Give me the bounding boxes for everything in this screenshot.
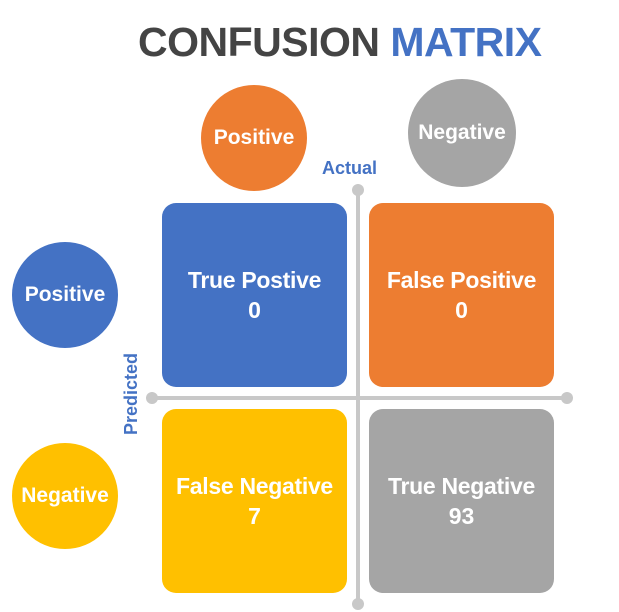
actual-negative-circle: Negative — [408, 79, 516, 187]
axis-left-dot — [146, 392, 158, 404]
true-positive-value: 0 — [248, 297, 261, 323]
predicted-negative-label: Negative — [21, 484, 109, 507]
actual-positive-label: Positive — [213, 126, 295, 149]
true-negative-value: 93 — [448, 503, 475, 529]
true-negative-cell: True Negative 93 — [369, 409, 554, 593]
true-positive-label: True Postive — [187, 267, 322, 293]
false-positive-value: 0 — [455, 297, 468, 323]
predicted-negative-circle: Negative — [12, 443, 118, 549]
horizontal-axis-line — [150, 396, 568, 400]
axis-top-dot — [352, 184, 364, 196]
true-negative-label: True Negative — [388, 473, 535, 499]
false-negative-label: False Negative — [176, 473, 333, 499]
false-negative-value: 7 — [248, 503, 261, 529]
false-positive-label: False Positive — [386, 267, 537, 293]
title-part-confusion: CONFUSION — [138, 19, 380, 65]
false-negative-cell: False Negative 7 — [162, 409, 347, 593]
actual-negative-label: Negative — [418, 121, 506, 144]
axis-right-dot — [561, 392, 573, 404]
axis-bottom-dot — [352, 598, 364, 610]
actual-positive-circle: Positive — [201, 85, 307, 191]
predicted-axis-label: Predicted — [121, 352, 141, 436]
actual-axis-label: Actual — [322, 158, 378, 178]
true-positive-cell: True Postive 0 — [162, 203, 347, 387]
false-positive-cell: False Positive 0 — [369, 203, 554, 387]
page-title: CONFUSION MATRIX — [138, 18, 608, 66]
predicted-positive-circle: Positive — [12, 242, 118, 348]
title-part-matrix: MATRIX — [390, 19, 542, 65]
predicted-positive-label: Positive — [24, 283, 106, 306]
